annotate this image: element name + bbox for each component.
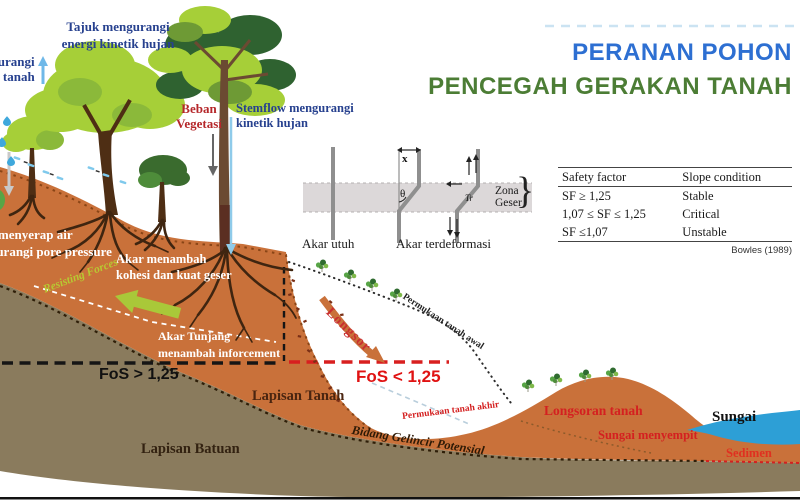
fos-low-label: FoS < 1,25 xyxy=(356,367,441,386)
root-shear-inset-diagram xyxy=(303,147,532,243)
table-header-cell: Safety factor xyxy=(562,170,627,184)
tree-tall-center xyxy=(148,6,296,252)
groundwater-up-arrow xyxy=(38,56,48,84)
river-narrowing-label: Sungai menyempit xyxy=(598,428,698,442)
canopy-rain-label: Tajuk mengurangi energi kinetik hujan xyxy=(61,19,175,51)
bedrock-boundary-dotted-line xyxy=(0,284,707,463)
stemflow-label: Stemflow mengurangi kinetik hujan xyxy=(236,101,354,130)
buried-surface-dotted-line xyxy=(520,420,652,454)
displacement-x-arrow xyxy=(397,147,421,153)
safety-factor-table: Safety factor Slope condition SF ≥ 1,25 … xyxy=(558,167,792,256)
debris-speckles xyxy=(288,278,344,403)
river-shape xyxy=(687,410,800,445)
table-row: 1,07 ≤ SF ≤ 1,25 Critical xyxy=(562,207,720,221)
resisting-forces-arrow xyxy=(115,289,182,319)
bedrock-layer-shape xyxy=(0,283,800,498)
landslide-deposit-label: Longsoran tanah xyxy=(544,403,643,418)
deformed-root-label: Akar terdeformasi xyxy=(396,236,491,251)
shear-zone-brace: } xyxy=(516,170,535,212)
original-surface-dotted-line xyxy=(288,261,512,404)
water-table-dashes xyxy=(13,156,127,185)
groundwater-label-clipped: ngurangi air tanah xyxy=(0,54,35,84)
vegetation-load-label: Beban Vegetasi xyxy=(176,101,222,131)
displacement-x-label: x xyxy=(402,153,408,165)
stemflow-arrow xyxy=(226,117,236,255)
soil-surface-dotted-texture xyxy=(0,170,372,430)
page-title-line2: PENCEGAH GERAKAN TANAH xyxy=(428,73,792,100)
taproot-reinforcement-label: Akar Tunjang menambah inforcement xyxy=(158,329,281,360)
root-systems xyxy=(8,194,297,343)
root-absorb-water-label: Akar menyerap air mengurangi pore pressu… xyxy=(0,227,112,259)
page-title: PERANAN POHON PENCEGAH GERAKAN TANAH xyxy=(428,36,792,104)
shear-resistance-label: Tr xyxy=(465,193,474,203)
landslide-direction-arrow xyxy=(319,295,385,363)
infiltration-down-arrow xyxy=(4,152,14,196)
rock-layer-label: Lapisan Batuan xyxy=(141,441,240,457)
river-label: Sungai xyxy=(712,409,757,425)
sediment-dotted-line xyxy=(705,460,800,464)
bottom-border-line xyxy=(0,497,800,500)
tree-big-left xyxy=(25,41,185,215)
shear-direction-arrows xyxy=(446,154,479,238)
soil-layer-label: Lapisan Tanah xyxy=(252,388,345,404)
water-droplet-icons xyxy=(0,116,15,166)
table-row: SF ≥ 1,25 Stable xyxy=(562,189,714,203)
root-cohesion-label: Akar menambah kohesi dan kuat geser xyxy=(116,252,232,282)
intact-root-label: Akar utuh xyxy=(302,236,355,251)
page-title-line1: PERANAN POHON xyxy=(572,39,792,66)
sediment-label: Sedimen xyxy=(726,446,772,460)
clipped-foliage xyxy=(0,190,5,210)
soil-layer-shape xyxy=(0,167,800,463)
table-header-cell: Slope condition xyxy=(682,170,762,184)
internal-slip-white-dashed-line xyxy=(33,285,277,343)
deformed-root-line xyxy=(397,149,421,243)
theta-angle-label: θ xyxy=(400,188,406,200)
table-row: SF ≤1,07 Unstable xyxy=(558,223,792,242)
fos-high-label: FoS > 1,25 xyxy=(99,366,179,383)
table-source-citation: Bowles (1989) xyxy=(731,245,792,256)
table-header-row: Safety factor Slope condition xyxy=(558,167,792,187)
shear-zone-label: Zona Geser xyxy=(495,185,522,209)
vegetation-load-arrow xyxy=(208,134,218,176)
tree-small-mid xyxy=(138,155,190,222)
